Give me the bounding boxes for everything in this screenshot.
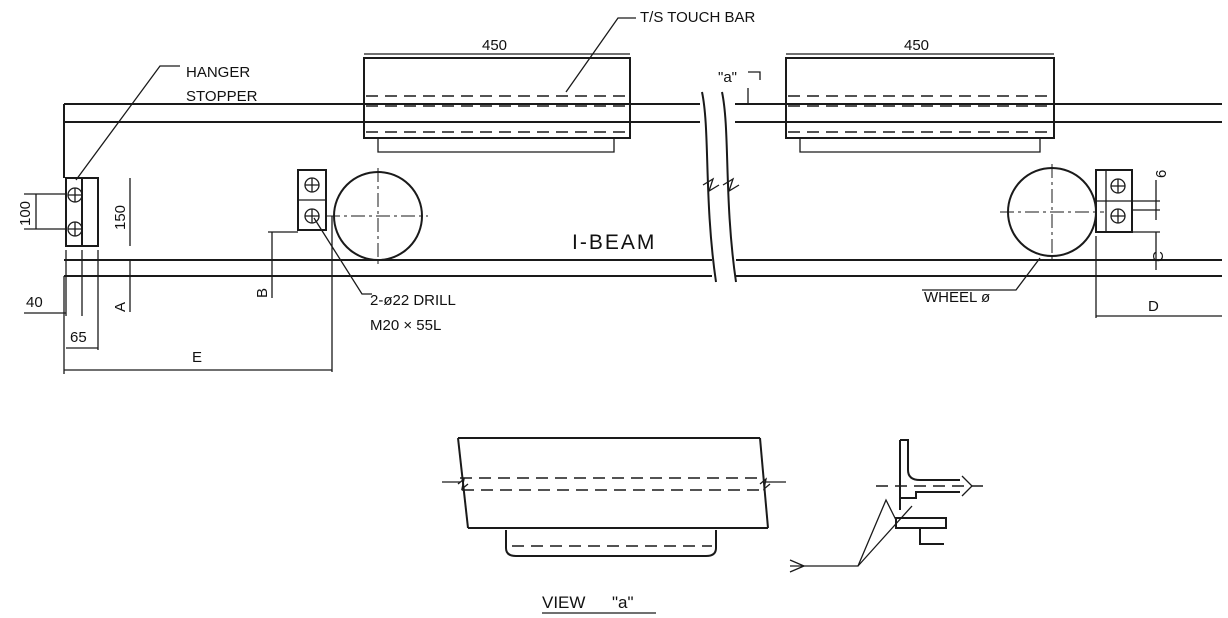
dim-65: 65 [70, 329, 87, 346]
touch-bar-right [785, 57, 1055, 153]
bolt-label: M20 × 55L [370, 317, 441, 334]
break-symbol [701, 91, 740, 283]
wheel-left [326, 168, 428, 264]
view-title: VIEW [542, 593, 585, 612]
dim-450-right: 450 [904, 37, 929, 54]
dim-e-label: E [192, 349, 202, 366]
wheel-right [1000, 164, 1104, 262]
i-beam-label: I-BEAM [572, 231, 656, 254]
dim-100: 100 [17, 201, 34, 226]
hanger-leader [75, 65, 180, 181]
dim-a: A [112, 302, 129, 312]
hanger-label: HANGER [186, 64, 250, 81]
i-beam [63, 103, 1222, 277]
dim-40: 40 [26, 294, 43, 311]
dim-6 [1132, 180, 1160, 220]
section-detail [789, 439, 988, 573]
stopper-label: STOPPER [186, 88, 258, 105]
hanger-stopper-left [65, 177, 99, 247]
dim-d-label: D [1148, 298, 1159, 315]
dim-e [63, 216, 333, 374]
view-a-section [442, 437, 786, 557]
view-a-marker [747, 71, 761, 104]
touch-bar-label: T/S TOUCH BAR [640, 9, 755, 26]
dim-left-verticals [24, 178, 131, 246]
dim-c-label: C [1150, 251, 1167, 262]
dim-d [1095, 236, 1222, 318]
dim-6-label: 6 [1153, 170, 1170, 178]
touch-bar-left [363, 57, 631, 153]
wheel-leader [922, 257, 1041, 291]
dim-left-bottom [24, 250, 131, 350]
dim-b-label: B [254, 288, 271, 298]
hanger-left-inner [297, 169, 327, 231]
drill-leader [313, 217, 372, 295]
dim-b [268, 231, 298, 298]
drill-label: 2-ø22 DRILL [370, 292, 456, 309]
wheel-label: WHEEL ø [924, 289, 990, 306]
touch-bar-leader [565, 17, 636, 93]
dim-150: 150 [112, 205, 129, 230]
view-a-marker-label: "a" [718, 69, 737, 86]
hanger-right [1095, 169, 1133, 233]
dim-c [1132, 231, 1160, 270]
dim-450-left: 450 [482, 37, 507, 54]
view-title-ref: "a" [612, 593, 634, 612]
